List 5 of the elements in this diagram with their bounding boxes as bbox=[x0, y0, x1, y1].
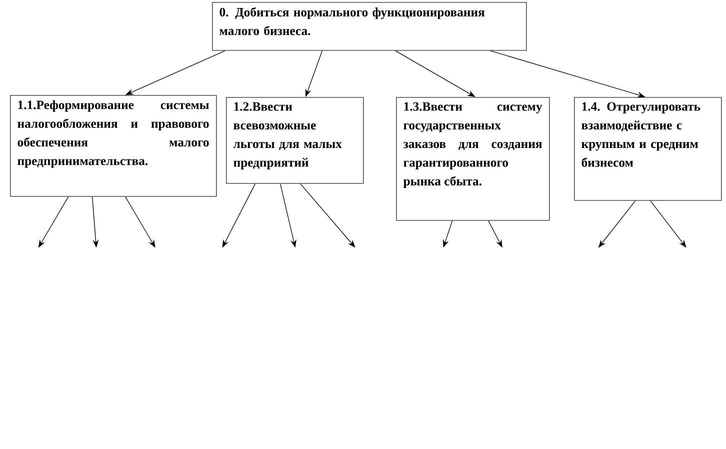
text-box: 1.2.Ввести всевозможные льготы для малых предприятий bbox=[226, 97, 364, 184]
text-box: 1.3.Ввести систему государственных заказов для создания гарантированного рынка сбыта. bbox=[396, 97, 550, 221]
text-box: 1.4. Отрегулировать взаимодействие с крупным и средним бизнесом bbox=[574, 97, 722, 201]
text-box: 1.1.Реформирование системы налогообложения и правового обеспечения малого предпринимательства. bbox=[10, 95, 217, 197]
text-box: 0. Добиться нормального функционирования малого бизнеса. bbox=[212, 2, 527, 51]
